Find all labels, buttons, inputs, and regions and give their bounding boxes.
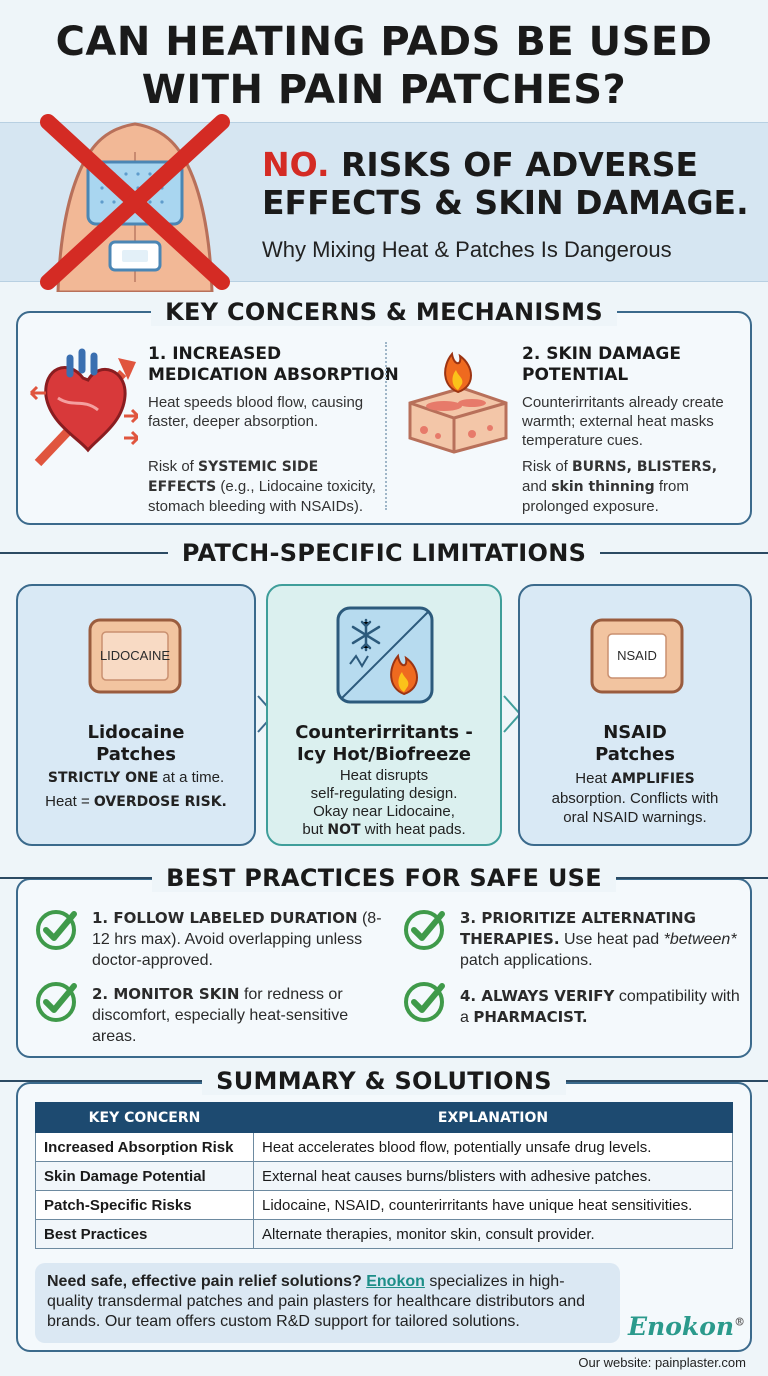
table-cell: Alternate therapies, monitor skin, consu… bbox=[253, 1219, 733, 1249]
concern-2-text: Counterirritants already create warmth; … bbox=[522, 394, 724, 449]
best-practice-4: 4. ALWAYS VERIFY compatibility with a PH… bbox=[460, 987, 740, 1026]
table-row: Patch-Specific Risks Lidocaine, NSAID, c… bbox=[35, 1190, 733, 1220]
best-practice-2: 2. MONITOR SKIN for redness or discomfor… bbox=[92, 985, 349, 1045]
nsaid-icon-label: NSAID bbox=[617, 648, 657, 663]
ice-flame-patch-icon bbox=[336, 606, 434, 704]
back-patch-crossed-icon bbox=[40, 114, 230, 292]
title-line-2: WITH PAIN PATCHES? bbox=[141, 67, 627, 113]
concerns-divider bbox=[385, 342, 387, 510]
patch-card-lidocaine: LIDOCAINE Lidocaine Patches STRICTLY ONE… bbox=[16, 584, 256, 846]
concern-1-text: Heat speeds blood flow, causing faster, … bbox=[148, 394, 364, 430]
enokon-link[interactable]: Enokon bbox=[366, 1273, 425, 1290]
lidocaine-name: Lidocaine Patches bbox=[87, 722, 185, 765]
promo-text: specializes in high-quality transdermal … bbox=[47, 1273, 586, 1330]
best-practices-header-label: BEST PRACTICES FOR SAFE USE bbox=[152, 864, 616, 892]
nsaid-patch-icon bbox=[590, 618, 684, 694]
summary-header-label: SUMMARY & SOLUTIONS bbox=[202, 1067, 566, 1095]
promo-box: Need safe, effective pain relief solutio… bbox=[35, 1263, 620, 1343]
enokon-logo: Enokon® bbox=[628, 1312, 746, 1341]
table-row: Increased Absorption Risk Heat accelerat… bbox=[35, 1132, 733, 1162]
check-icon bbox=[404, 910, 445, 950]
concern-2-risk: Risk of BURNS, BLISTERS, and skin thinni… bbox=[522, 458, 718, 515]
counterirritants-text: Heat disrupts self-regulating design. Ok… bbox=[302, 767, 466, 838]
summary-table: KEY CONCERN EXPLANATION Increased Absorp… bbox=[35, 1102, 733, 1249]
concerns-panel bbox=[16, 311, 752, 525]
best-practices-panel bbox=[16, 878, 752, 1058]
concerns-header: KEY CONCERNS & MECHANISMS bbox=[0, 294, 768, 330]
nsaid-name: NSAID Patches bbox=[595, 722, 675, 765]
lidocaine-text-2: Heat = OVERDOSE RISK. bbox=[45, 793, 227, 810]
concern-1-title: 1. INCREASED MEDICATION ABSORPTION bbox=[148, 344, 399, 385]
table-row: Best Practices Alternate therapies, moni… bbox=[35, 1219, 733, 1249]
heart-arrows-icon bbox=[29, 348, 138, 467]
check-icon bbox=[36, 982, 77, 1022]
skin-flame-icon bbox=[408, 351, 508, 454]
lidocaine-text-1: STRICTLY ONE at a time. bbox=[47, 769, 225, 786]
limitations-header-label: PATCH-SPECIFIC LIMITATIONS bbox=[181, 539, 587, 567]
hero-headline-rest: RISKS OF ADVERSE bbox=[329, 145, 699, 184]
table-row: Skin Damage Potential External heat caus… bbox=[35, 1161, 733, 1191]
lidocaine-patch-icon bbox=[88, 618, 182, 694]
page-title: CAN HEATING PADS BE USED WITH PAIN PATCH… bbox=[0, 18, 768, 114]
best-practices-header: BEST PRACTICES FOR SAFE USE bbox=[0, 860, 768, 896]
hero-subtitle: Why Mixing Heat & Patches Is Dangerous bbox=[262, 237, 672, 262]
table-cell: Lidocaine, NSAID, counterirritants have … bbox=[253, 1190, 733, 1220]
patch-card-nsaid: NSAID NSAID Patches Heat AMPLIFIES absor… bbox=[518, 584, 752, 846]
lidocaine-icon-label: LIDOCAINE bbox=[99, 648, 171, 663]
promo-bold: Need safe, effective pain relief solutio… bbox=[47, 1273, 362, 1290]
summary-header: SUMMARY & SOLUTIONS bbox=[0, 1063, 768, 1099]
table-cell: Increased Absorption Risk bbox=[35, 1132, 254, 1162]
table-cell: Skin Damage Potential bbox=[35, 1161, 254, 1191]
check-icon bbox=[404, 982, 445, 1022]
title-line-1: CAN HEATING PADS BE USED bbox=[55, 19, 713, 65]
counterirritants-name: Counterirritants - Icy Hot/Biofreeze bbox=[295, 722, 473, 765]
table-header-key-concern: KEY CONCERN bbox=[35, 1102, 254, 1133]
table-header-explanation: EXPLANATION bbox=[253, 1102, 733, 1133]
hero-headline-line2: EFFECTS & SKIN DAMAGE. bbox=[262, 183, 749, 222]
table-cell: Heat accelerates blood flow, potentially… bbox=[253, 1132, 733, 1162]
table-cell: External heat causes burns/blisters with… bbox=[253, 1161, 733, 1191]
check-icon bbox=[36, 910, 77, 950]
best-practice-3: 3. PRIORITIZE ALTERNATING THERAPIES. Use… bbox=[460, 909, 737, 969]
no-label: NO. bbox=[262, 145, 330, 184]
concerns-header-label: KEY CONCERNS & MECHANISMS bbox=[151, 298, 617, 326]
table-cell: Best Practices bbox=[35, 1219, 254, 1249]
best-practice-1: 1. FOLLOW LABELED DURATION (8-12 hrs max… bbox=[92, 909, 382, 969]
website-text[interactable]: Our website: painplaster.com bbox=[578, 1355, 746, 1370]
concern-2-title: 2. SKIN DAMAGE POTENTIAL bbox=[522, 344, 682, 385]
table-cell: Patch-Specific Risks bbox=[35, 1190, 254, 1220]
hero-headline: NO. RISKS OF ADVERSE EFFECTS & SKIN DAMA… bbox=[262, 146, 762, 222]
limitations-header: PATCH-SPECIFIC LIMITATIONS bbox=[0, 535, 768, 571]
concern-1-risk: Risk of SYSTEMIC SIDE EFFECTS (e.g., Lid… bbox=[148, 458, 376, 515]
table-header-row: KEY CONCERN EXPLANATION bbox=[35, 1102, 733, 1133]
patch-card-counterirritants: Counterirritants - Icy Hot/Biofreeze Hea… bbox=[266, 584, 502, 846]
nsaid-text: Heat AMPLIFIES absorption. Conflicts wit… bbox=[551, 770, 719, 826]
